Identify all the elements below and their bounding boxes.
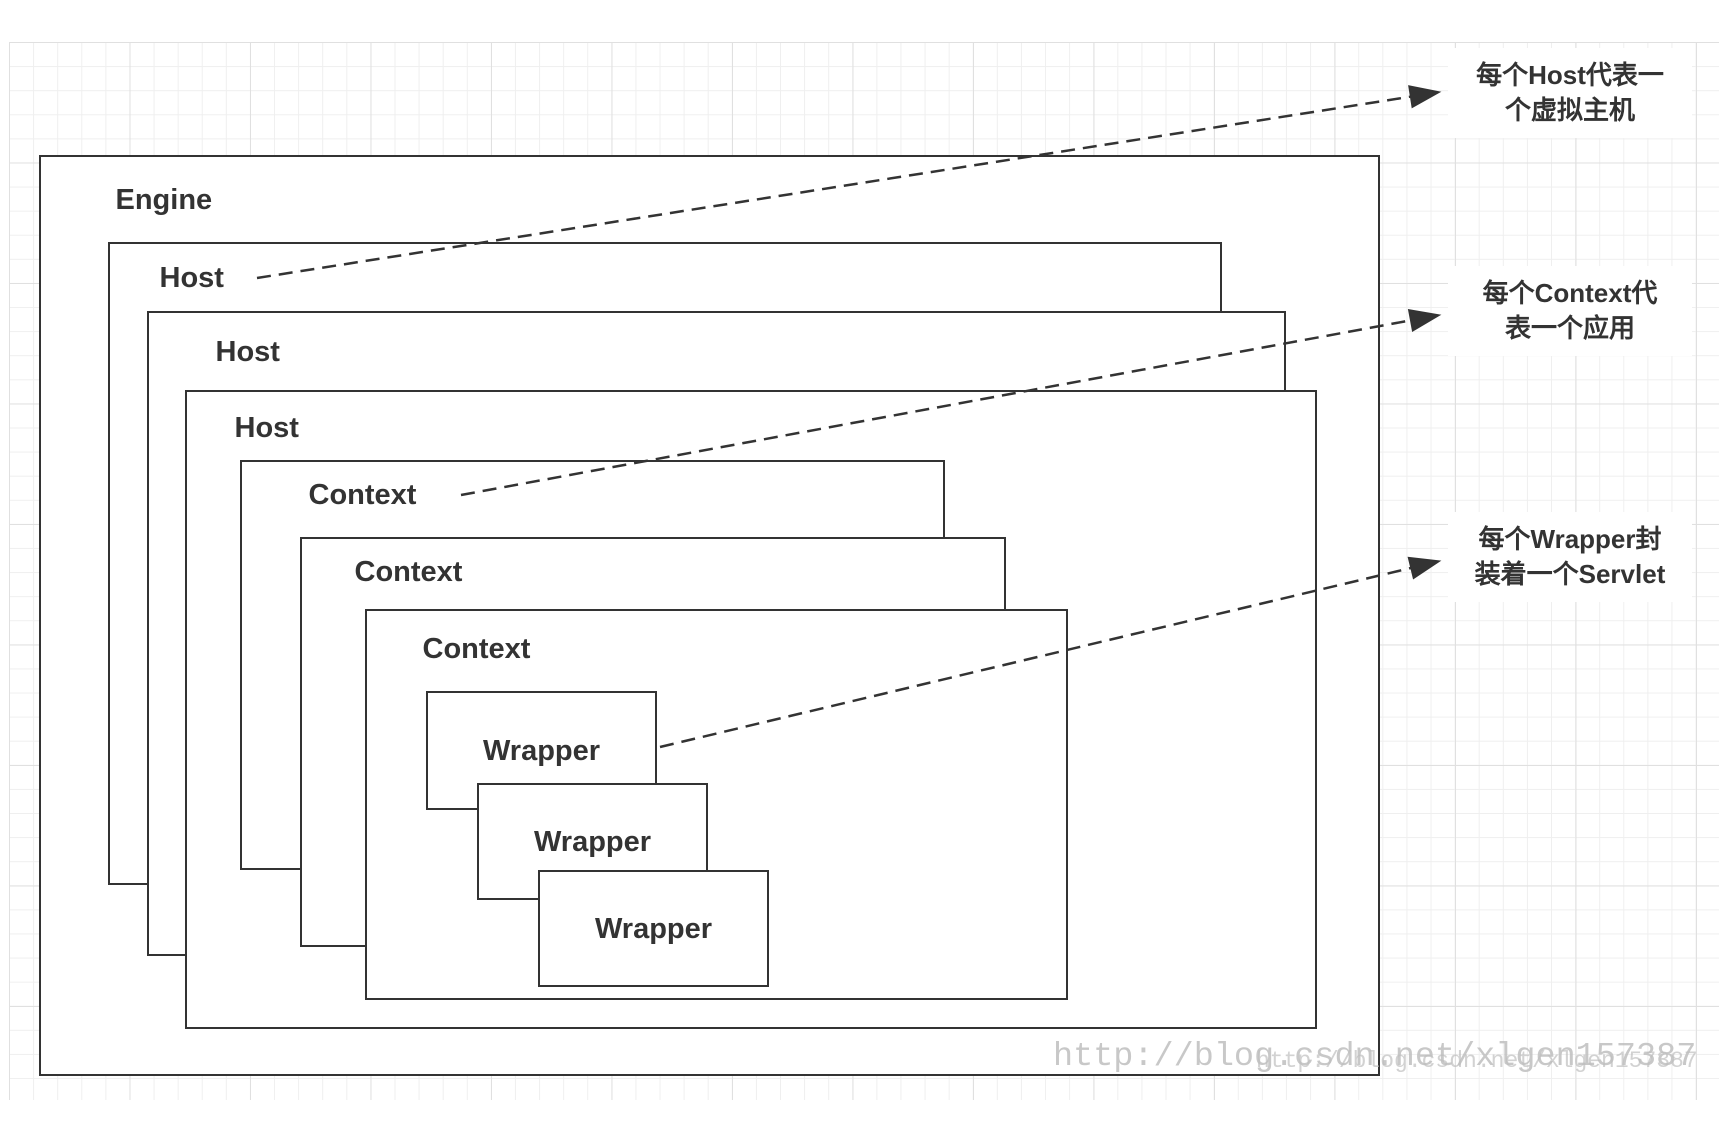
context-annotation-note: 每个Context代 表一个应用 [1448, 266, 1692, 356]
note-line: 每个Host代表一 [1476, 60, 1664, 90]
note-line: 表一个应用 [1504, 313, 1635, 343]
host-annotation-note: 每个Host代表一 个虚拟主机 [1448, 48, 1692, 138]
note-line: 每个Wrapper封 [1478, 524, 1662, 554]
context-label: Context [354, 555, 463, 588]
wrapper-label: Wrapper [482, 734, 601, 767]
wrapper-label: Wrapper [594, 912, 713, 945]
note-line: 每个Context代 [1482, 278, 1658, 308]
context-label: Context [308, 478, 417, 511]
host-label: Host [159, 261, 224, 294]
context-label: Context [422, 632, 531, 665]
wrapper-annotation-note: 每个Wrapper封 装着一个Servlet [1448, 512, 1692, 602]
engine-label: Engine [115, 183, 213, 216]
note-line: 装着一个Servlet [1474, 559, 1666, 589]
wrapper-box: Wrapper [538, 870, 769, 987]
host-label: Host [234, 411, 299, 444]
host-label: Host [215, 335, 280, 368]
wrapper-label: Wrapper [533, 825, 652, 858]
note-line: 个虚拟主机 [1504, 95, 1635, 125]
